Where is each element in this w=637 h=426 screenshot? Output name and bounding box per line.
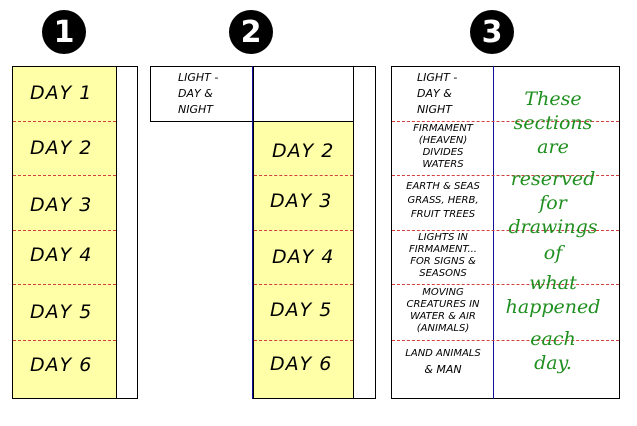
panel3-frame	[391, 66, 620, 399]
panel2-yellow-column	[253, 121, 354, 399]
panel1-divider	[13, 175, 116, 176]
panel1-day-label: DAY 4	[30, 244, 93, 266]
panel1-yellow-column	[12, 66, 117, 399]
step-number-2: 2	[229, 10, 273, 54]
panel1-day-label: DAY 1	[30, 82, 93, 104]
panel1-day-label: DAY 5	[30, 301, 93, 323]
panel3-caption-day2: FIRMAMENT (HEAVEN) DIVIDES WATERS	[413, 123, 473, 170]
panel3-divider	[392, 230, 619, 231]
panel2-day-label: DAY 4	[272, 246, 335, 268]
panel1-divider	[13, 284, 116, 285]
panel3-blue-divider	[493, 66, 494, 399]
step-number-3: 3	[470, 10, 514, 54]
panel3-note: These sections are reserved for drawings…	[505, 88, 601, 374]
panel1-day-label: DAY 6	[30, 354, 93, 376]
panel3-caption-day1: LIGHT - DAY & NIGHT	[417, 71, 458, 116]
panel2-top-right-frame	[253, 66, 376, 67]
panel1-day-label: DAY 2	[30, 137, 93, 159]
panel2-day-label: DAY 5	[270, 299, 333, 321]
panel1-divider	[13, 340, 116, 341]
panel2-divider	[254, 284, 353, 285]
panel3-caption-day3: EARTH & SEAS GRASS, HERB, FRUIT TREES	[406, 181, 480, 220]
panel3-divider	[392, 340, 619, 341]
panel2-top-box	[150, 66, 254, 122]
step-number-1: 1	[42, 10, 86, 54]
panel3-caption-day4: LIGHTS IN FIRMAMENT... FOR SIGNS & SEASO…	[408, 232, 477, 279]
panel2-blue-divider	[252, 66, 253, 399]
panel2-top-caption: LIGHT - DAY & NIGHT	[178, 71, 219, 116]
panel3-caption-day5: MOVING CREATURES IN WATER & AIR (ANIMALS…	[406, 287, 480, 334]
panel1-side-strip	[116, 66, 138, 399]
panel3-divider	[392, 284, 619, 285]
panel2-divider	[254, 340, 353, 341]
panel1-divider	[13, 121, 116, 122]
panel2-day-label: DAY 3	[270, 190, 333, 212]
panel3-caption-day6: LAND ANIMALS & MAN	[405, 348, 481, 376]
panel2-right-strip	[353, 66, 376, 399]
panel3-divider	[392, 121, 619, 122]
panel1-day-label: DAY 3	[30, 194, 93, 216]
panel2-divider	[254, 230, 353, 231]
panel2-divider	[254, 175, 353, 176]
panel3-divider	[392, 175, 619, 176]
panel2-day-label: DAY 2	[272, 140, 335, 162]
panel2-day-label: DAY 6	[270, 353, 333, 375]
panel1-divider	[13, 230, 116, 231]
